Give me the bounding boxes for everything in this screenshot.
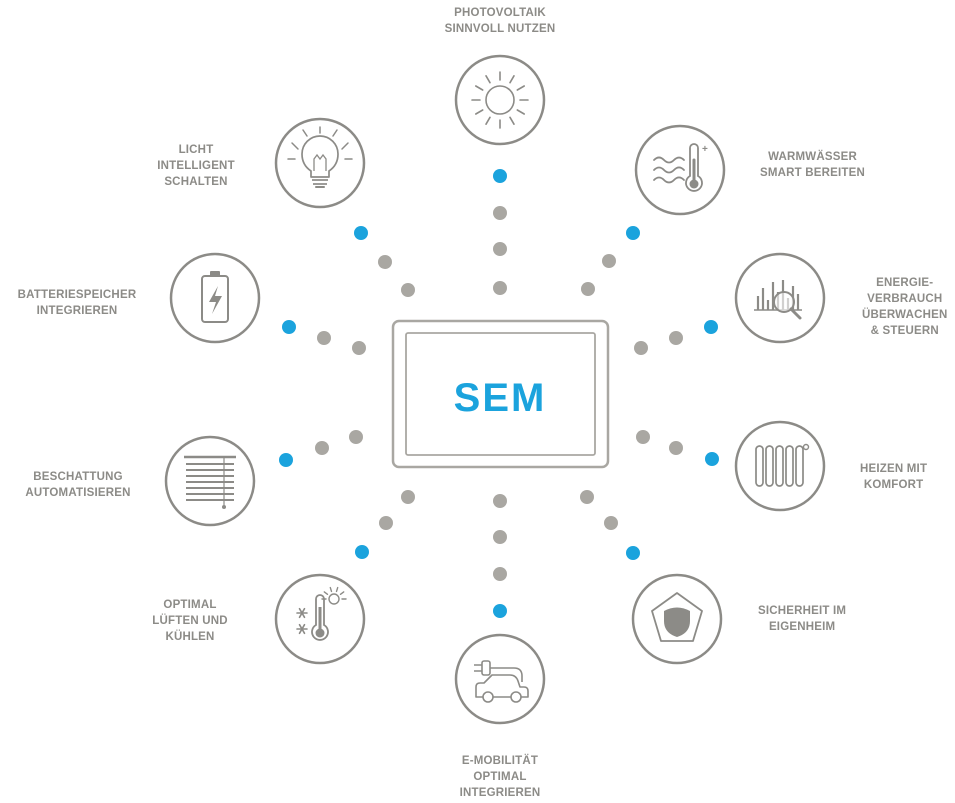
feature-ring [454,633,546,725]
feature-licht[interactable] [274,117,366,209]
connector-dot [317,331,331,345]
connector-dot-accent [279,453,293,467]
connector-dot-accent [493,604,507,618]
feature-sicherheit[interactable] [631,573,723,665]
connector-dot [493,281,507,295]
label-line: & STEUERN [870,325,939,337]
label-line: WARMWÄSSER [768,151,857,163]
connector-dots [279,169,719,618]
label-line: LICHT [178,144,214,156]
connector-dot [581,282,595,296]
snow-sun-thermometer-icon [296,586,347,641]
label-line: SCHALTEN [164,176,228,188]
ev-car-plug-icon [474,660,529,703]
label-line: SICHERHEIT IM [758,605,847,617]
connector-dot [401,283,415,297]
connector-dot [636,430,650,444]
label-line: BATTERIESPEICHER [17,289,137,301]
connector-dot [493,206,507,220]
connector-dot [493,242,507,256]
label-sicherheit: SICHERHEIT IM EIGENHEIM [758,603,846,635]
connector-dot [604,516,618,530]
feature-batterie[interactable] [169,252,261,344]
label-licht: LICHT INTELLIGENT SCHALTEN [157,142,235,190]
connector-dot [315,441,329,455]
feature-lueften[interactable] [274,573,366,665]
light-bulb-icon [287,126,353,188]
label-line: LÜFTEN UND [152,615,228,627]
blinds-icon [184,455,236,509]
label-line: INTELLIGENT [157,160,235,172]
label-photovoltaik: PHOTOVOLTAIK SINNVOLL NUTZEN [445,5,556,37]
connector-dot [493,494,507,508]
label-line: ÜBERWACHEN [862,309,948,321]
label-warmwasser: WARMWÄSSER SMART BEREITEN [760,149,865,181]
feature-warmwasser[interactable]: + [634,124,726,216]
label-line: KOMFORT [863,479,924,491]
connector-dot-accent [354,226,368,240]
sem-label: SEM [454,376,547,420]
connector-dot-accent [282,320,296,334]
connector-dot-accent [705,452,719,466]
connector-dot-accent [355,545,369,559]
connector-dot [401,490,415,504]
label-line: SMART BEREITEN [760,167,866,179]
sem-display: SEM [391,319,610,469]
label-line: OPTIMAL [163,599,217,611]
feature-ring [454,54,546,146]
feature-ring [734,420,826,512]
connector-dot [634,341,648,355]
connector-dot [378,255,392,269]
label-line: VERBRAUCH [867,293,943,305]
label-line: HEIZEN MIT [860,463,928,475]
label-line: E-MOBILITÄT [461,755,539,767]
label-heizen: HEIZEN MIT KOMFORT [860,461,927,493]
feature-beschattung[interactable] [164,435,256,527]
shield-icon [651,592,703,642]
label-line: INTEGRIEREN [459,787,541,799]
connector-dot-accent [493,169,507,183]
feature-emobilitaet[interactable] [454,633,546,725]
label-line: ENERGIE- [876,277,934,289]
connector-dot-accent [704,320,718,334]
feature-heizen[interactable] [734,420,826,512]
bar-chart-magnifier-icon [754,280,802,320]
feature-energieverbrauch[interactable] [734,252,826,344]
label-line: KÜHLEN [165,631,215,643]
label-emobilitaet: E-MOBILITÄT OPTIMAL INTEGRIEREN [460,753,541,801]
connector-dot [349,430,363,444]
sun-icon [471,71,529,129]
label-energieverbrauch: ENERGIE- VERBRAUCH ÜBERWACHEN & STEUERN [862,275,948,339]
label-line: EIGENHEIM [768,621,836,633]
label-line: INTEGRIEREN [36,305,118,317]
label-line: BESCHATTUNG [33,471,123,483]
water-thermometer-icon: + [653,143,708,192]
connector-dot [379,516,393,530]
radiator-icon [755,443,810,487]
connector-dot [669,331,683,345]
feature-ring [634,124,726,216]
label-lueften: OPTIMAL LÜFTEN UND KÜHLEN [152,597,227,645]
connector-dot [493,567,507,581]
connector-dot-accent [626,226,640,240]
connector-dot [580,490,594,504]
label-line: SINNVOLL NUTZEN [444,23,556,35]
battery-icon [201,271,229,323]
connector-dot [493,530,507,544]
label-line: OPTIMAL [473,771,527,783]
feature-ring [274,117,366,209]
connector-dot [602,254,616,268]
label-line: AUTOMATISIEREN [25,487,131,499]
connector-dot-accent [626,546,640,560]
label-batterie: BATTERIESPEICHER INTEGRIEREN [18,287,137,319]
label-beschattung: BESCHATTUNG AUTOMATISIEREN [25,469,130,501]
feature-photovoltaik[interactable] [454,54,546,146]
connector-dot [669,441,683,455]
connector-dot [352,341,366,355]
svg-text:+: + [702,144,708,155]
label-line: PHOTOVOLTAIK [454,7,546,19]
